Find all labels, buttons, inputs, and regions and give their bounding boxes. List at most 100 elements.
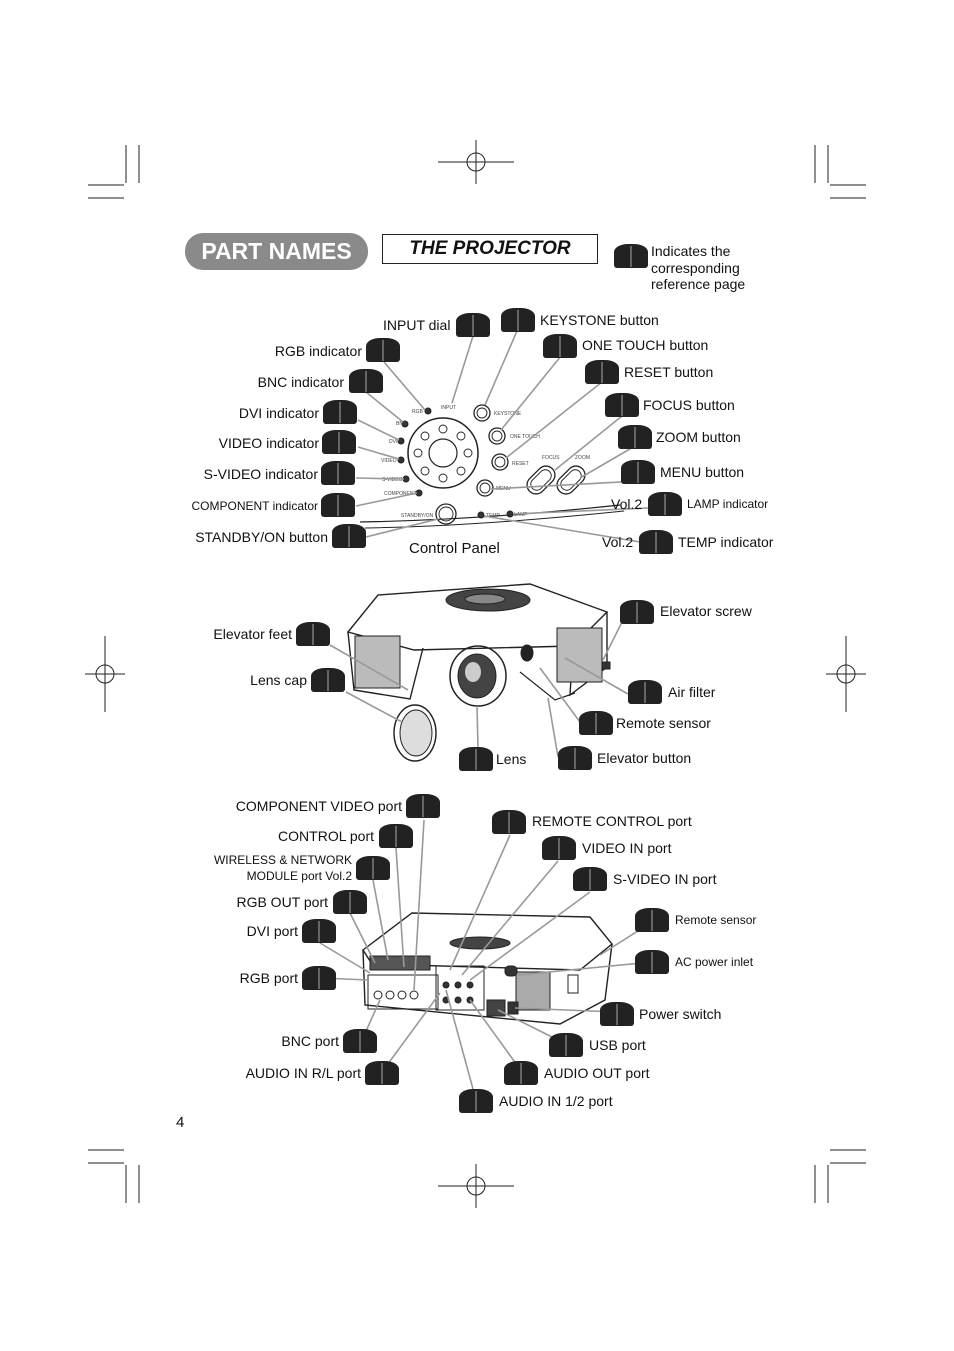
- svg-text:KEYSTONE: KEYSTONE: [494, 411, 522, 417]
- reference-book-icon: [302, 966, 336, 990]
- reference-book-icon: [621, 460, 655, 484]
- reference-book-icon: [600, 1002, 634, 1026]
- label-keystone-button: KEYSTONE button: [540, 312, 659, 328]
- label-one-touch-button: ONE TOUCH button: [582, 337, 709, 353]
- label-rgb-indicator: RGB indicator: [274, 343, 362, 359]
- label-ac-power-inlet: AC power inlet: [675, 955, 754, 969]
- reference-book-icon: [542, 836, 576, 860]
- reference-book-icon: [492, 810, 526, 834]
- reference-book-icon: [635, 950, 669, 974]
- reference-book-icon: [549, 1033, 583, 1057]
- svg-text:RGB: RGB: [412, 409, 424, 415]
- label-control-port: CONTROL port: [278, 828, 374, 844]
- svg-text:TEMP: TEMP: [486, 513, 501, 519]
- svg-text:ZOOM: ZOOM: [575, 455, 590, 461]
- label-elevator-feet: Elevator feet: [213, 626, 292, 642]
- reference-book-icon: [628, 680, 662, 704]
- input-dial-drawing: [407, 417, 479, 489]
- reference-book-icon: [618, 425, 652, 449]
- projector-rear-leaders: [319, 819, 653, 1101]
- reference-book-icon: [456, 313, 490, 337]
- legend-description: Indicates the corresponding reference pa…: [651, 243, 746, 292]
- reference-book-icon: [648, 492, 682, 516]
- registration-marks: [85, 140, 866, 1208]
- label-video-in-port: VIDEO IN port: [582, 840, 672, 856]
- reference-book-icon: [459, 1089, 493, 1113]
- label-remote-sensor-rear: Remote sensor: [675, 913, 757, 927]
- svg-text:DVI: DVI: [389, 439, 397, 445]
- reference-book-icon: [620, 600, 654, 624]
- reference-book-icon: [406, 794, 440, 818]
- reference-book-icon: [323, 400, 357, 424]
- reference-book-icon: [322, 430, 356, 454]
- label-dvi-port: DVI port: [246, 923, 298, 939]
- reference-book-icon: [366, 338, 400, 362]
- label-power-switch: Power switch: [639, 1006, 722, 1022]
- label-temp-volume: Vol.2: [602, 534, 634, 550]
- label-component-indicator: COMPONENT indicator: [191, 499, 318, 513]
- reference-book-icon: [379, 824, 413, 848]
- reference-book-icon: [311, 668, 345, 692]
- svg-text:RESET: RESET: [512, 461, 529, 467]
- label-usb-port: USB port: [589, 1037, 646, 1053]
- projector-rear-drawing: [362, 912, 613, 1025]
- control-panel-caption: Control Panel: [409, 540, 500, 557]
- section-title: PART NAMES: [185, 233, 368, 270]
- label-temp-indicator: TEMP indicator: [678, 534, 774, 550]
- svg-text:FOCUS: FOCUS: [542, 455, 560, 461]
- svg-text:COMPONENT: COMPONENT: [384, 491, 417, 497]
- projector-front-drawing: [346, 583, 611, 762]
- reference-book-icon: [356, 856, 390, 880]
- label-air-filter: Air filter: [668, 684, 716, 700]
- label-video-indicator: VIDEO indicator: [218, 435, 319, 451]
- label-wireless-network-line1: WIRELESS & NETWORK: [213, 853, 352, 867]
- reference-book-icon: [501, 308, 535, 332]
- svg-text:LAMP: LAMP: [514, 512, 528, 518]
- reference-book-icon: [639, 530, 673, 554]
- label-lamp-indicator: LAMP indicator: [687, 497, 769, 511]
- label-elevator-screw: Elevator screw: [660, 603, 752, 619]
- reference-book-icon: [321, 493, 355, 517]
- reference-book-icon: [504, 1061, 538, 1085]
- reference-book-icon: [558, 746, 592, 770]
- reference-book-icon: [585, 360, 619, 384]
- reference-book-icon: [579, 711, 613, 735]
- section-subtitle: THE PROJECTOR: [382, 234, 598, 264]
- reference-book-icon: [302, 919, 336, 943]
- label-standby-button: STANDBY/ON button: [195, 529, 328, 545]
- svg-text:VIDEO: VIDEO: [381, 458, 397, 464]
- reference-book-icon: [296, 622, 330, 646]
- label-menu-button: MENU button: [660, 464, 745, 480]
- reference-book-icon: [614, 244, 648, 268]
- label-elevator-button: Elevator button: [597, 750, 692, 766]
- label-audio-out-port: AUDIO OUT port: [544, 1065, 650, 1081]
- label-bnc-indicator: BNC indicator: [257, 374, 344, 390]
- reference-book-icon: [349, 369, 383, 393]
- svg-text:BNC: BNC: [396, 421, 407, 427]
- label-lamp-volume: Vol.2: [611, 496, 643, 512]
- label-wireless-network-line2: MODULE port Vol.2: [246, 869, 352, 883]
- control-panel-leaders: [355, 330, 649, 543]
- label-rgb-port: RGB port: [239, 970, 298, 986]
- label-lens: Lens: [496, 751, 527, 767]
- reference-book-icon: [459, 747, 493, 771]
- reference-book-icon: [343, 1029, 377, 1053]
- reference-book-icon: [332, 524, 366, 548]
- reference-book-icon: [321, 461, 355, 485]
- reference-book-icon: [573, 867, 607, 891]
- svg-text:ONE TOUCH: ONE TOUCH: [510, 434, 540, 440]
- page-number: 4: [176, 1114, 185, 1131]
- label-rgb-out-port: RGB OUT port: [236, 894, 328, 910]
- label-bnc-port: BNC port: [281, 1033, 339, 1049]
- label-remote-control-port: REMOTE CONTROL port: [532, 813, 692, 829]
- label-svideo-in-port: S-VIDEO IN port: [613, 871, 717, 887]
- label-lens-cap: Lens cap: [250, 672, 307, 688]
- reference-book-icon: [365, 1061, 399, 1085]
- svg-text:S-VIDEO: S-VIDEO: [382, 477, 403, 483]
- label-input-dial: INPUT dial: [383, 317, 451, 333]
- label-zoom-button: ZOOM button: [656, 429, 741, 445]
- label-component-video-port: COMPONENT VIDEO port: [235, 798, 402, 814]
- label-svideo-indicator: S-VIDEO indicator: [203, 466, 318, 482]
